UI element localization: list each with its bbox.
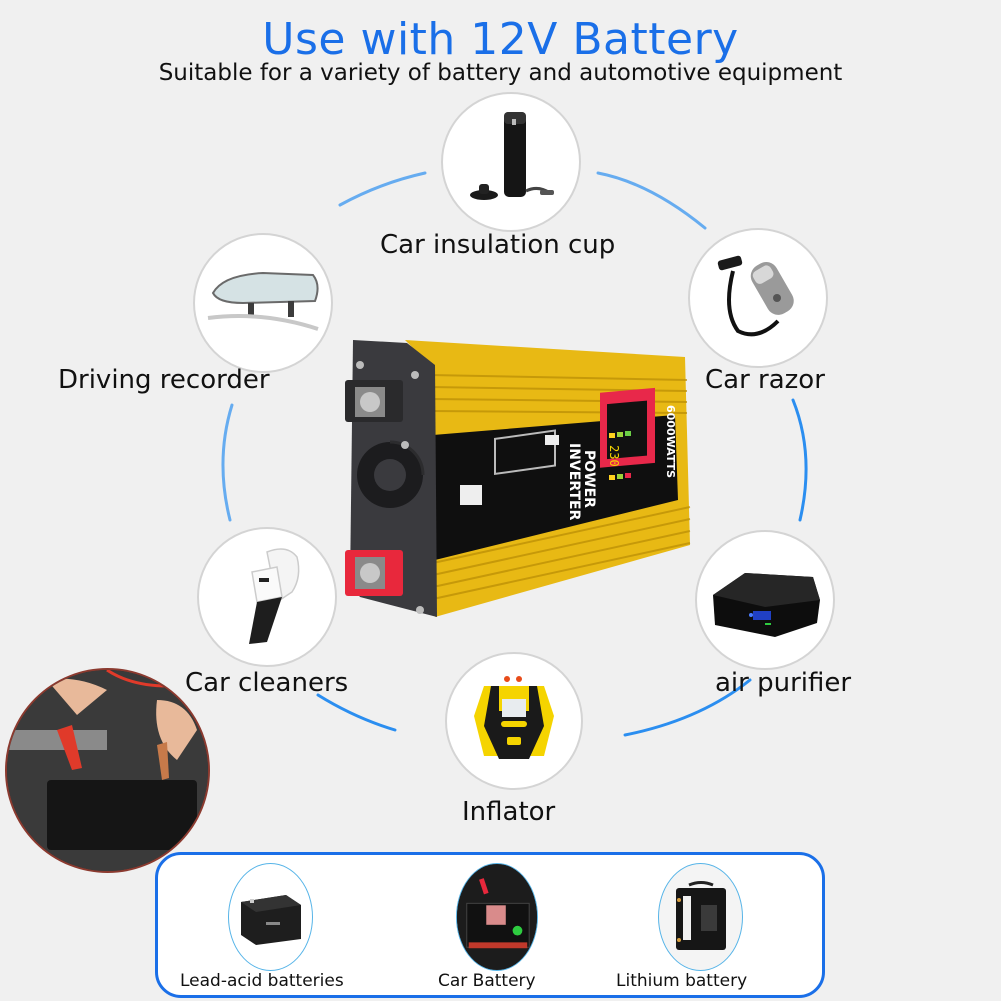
- insulation-cup-icon: [470, 112, 554, 200]
- lithium-battery-icon: [675, 880, 726, 950]
- svg-text:6000WATTS: 6000WATTS: [664, 405, 677, 478]
- device-label-insulation-cup: Car insulation cup: [380, 230, 616, 260]
- device-circle-dash-cam: [193, 233, 333, 373]
- device-circle-car-razor: [688, 228, 828, 368]
- headline: Use with 12V Battery: [262, 14, 739, 65]
- battery-circle-car-battery: [456, 863, 538, 971]
- device-circle-air-purifier: [695, 530, 835, 670]
- jump-start-photo: [5, 668, 210, 873]
- power-inverter-icon: 230 POWER INVERTER 6000WATTS: [345, 340, 691, 617]
- svg-text:POWER: POWER: [581, 450, 597, 508]
- battery-label-lithium: Lithium battery: [616, 971, 748, 991]
- device-label-air-purifier: air purifier: [715, 668, 852, 698]
- inflator-icon: [474, 676, 554, 759]
- battery-types-panel: Lead-acid batteries Car Battery Lithium …: [155, 852, 825, 998]
- dash-cam-mirror-icon: [207, 271, 319, 331]
- battery-circle-lead-acid: [228, 863, 313, 971]
- device-circle-car-vacuum: [197, 527, 337, 667]
- air-purifier-icon: [713, 573, 820, 637]
- jumper-cables-battery-icon: [7, 670, 208, 871]
- battery-label-car: Car Battery: [438, 971, 536, 991]
- battery-circle-lithium: [658, 863, 743, 971]
- svg-text:INVERTER: INVERTER: [566, 443, 582, 521]
- device-circle-inflator: [445, 652, 583, 790]
- device-label-car-razor: Car razor: [705, 365, 825, 395]
- car-razor-icon: [717, 255, 794, 337]
- car-vacuum-icon: [249, 548, 300, 644]
- power-inverter-product: 230 POWER INVERTER 6000WATTS: [345, 335, 695, 620]
- lead-acid-battery-icon: [240, 895, 301, 945]
- subheadline: Suitable for a variety of battery and au…: [158, 60, 843, 86]
- car-battery-icon: [457, 864, 537, 970]
- svg-text:230: 230: [607, 445, 621, 467]
- device-label-inflator: Inflator: [462, 797, 556, 827]
- device-label-car-cleaners: Car cleaners: [185, 668, 349, 698]
- device-label-driving-recorder: Driving recorder: [58, 365, 270, 395]
- battery-label-lead-acid: Lead-acid batteries: [180, 971, 344, 991]
- device-circle-insulation-cup: [441, 92, 581, 232]
